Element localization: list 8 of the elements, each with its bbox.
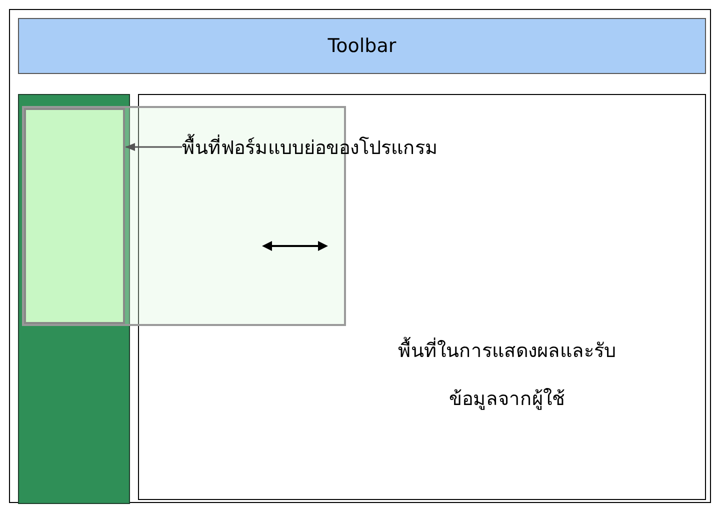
area-text: พื้นที่ในการแสดงผลและรับข้อมูลจากผู้ใช้ <box>382 327 632 423</box>
callout-text: พื้นที่ฟอร์มแบบย่อของโปรแกรม <box>182 132 438 162</box>
display-area <box>138 94 706 500</box>
side-panel <box>18 94 130 504</box>
toolbar-bar <box>18 18 706 74</box>
toolbar-title: Toolbar <box>328 35 396 57</box>
leader-arrow <box>125 143 182 151</box>
form-area <box>24 108 125 324</box>
